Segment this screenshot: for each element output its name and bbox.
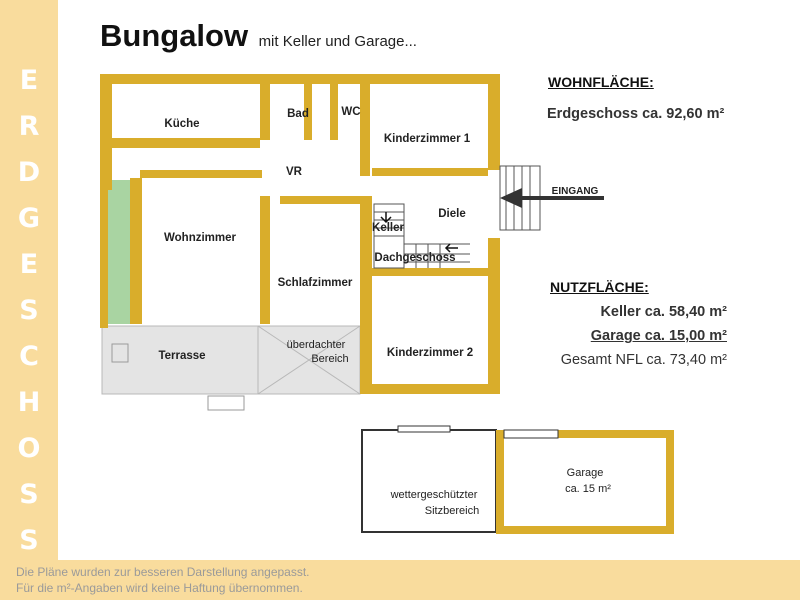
- room-label-kinderzimmer2: Kinderzimmer 2: [387, 347, 473, 359]
- nutzflaeche-heading: NUTZFLÄCHE:: [550, 279, 649, 295]
- sidebar-letter: R: [18, 111, 40, 142]
- label-garage-line1: Garage: [567, 467, 604, 479]
- floor-plan: Küche Bad WC Kinderzimmer 1 VR EINGANG W…: [100, 74, 674, 534]
- label-garage-line2: ca. 15 m²: [565, 483, 611, 495]
- nutzflaeche-gesamt: Gesamt NFL ca. 73,40 m²: [560, 352, 727, 368]
- sitting-area-window: [397, 425, 451, 433]
- room-label-diele: Diele: [438, 208, 466, 220]
- label-covered-line1: überdachter: [287, 339, 346, 351]
- room-label-wohnzimmer: Wohnzimmer: [164, 232, 237, 244]
- room-label-bad: Bad: [287, 108, 309, 120]
- sidebar-letter: C: [19, 341, 39, 372]
- sidebar-letter: E: [19, 249, 39, 280]
- sidebar-letter: D: [17, 157, 41, 188]
- room-label-kinderzimmer1: Kinderzimmer 1: [384, 133, 471, 145]
- garage-door: [503, 429, 559, 439]
- terrace-steps: [207, 395, 245, 411]
- wohnflaeche-heading: WOHNFLÄCHE:: [548, 74, 654, 90]
- terrace-furniture: [111, 343, 129, 363]
- title-main: Bungalow: [100, 18, 249, 53]
- sidebar-letter: G: [17, 203, 41, 234]
- room-label-keller: Keller: [372, 222, 404, 234]
- nutzflaeche-keller: Keller ca. 58,40 m²: [600, 304, 727, 320]
- staircase: [373, 203, 470, 269]
- room-label-schlafzimmer: Schlafzimmer: [278, 277, 353, 289]
- garage-walls: [496, 430, 674, 534]
- disclaimer-line2: Für die m²-Angaben wird keine Haftung üb…: [16, 581, 303, 595]
- house-walls: [100, 74, 500, 394]
- entrance-arrowhead-icon: [500, 188, 522, 208]
- label-sitting-line1: wettergeschützter: [390, 489, 478, 501]
- stair-arrow-up-icon: [444, 243, 458, 253]
- sidebar-letter: E: [19, 65, 39, 96]
- sidebar-letter: S: [19, 295, 39, 326]
- sidebar-panel: E R D G E S C H O S S: [0, 0, 58, 560]
- label-sitting-line2: Sitzbereich: [425, 505, 479, 517]
- room-label-terrasse: Terrasse: [158, 350, 205, 362]
- title-subtitle: mit Keller und Garage...: [258, 33, 417, 50]
- sidebar-letter: S: [19, 479, 39, 510]
- room-label-dachgeschoss: Dachgeschoss: [374, 252, 455, 264]
- terrace-area: [101, 325, 361, 395]
- sidebar-letter: H: [17, 387, 41, 418]
- label-covered-line2: Bereich: [311, 353, 348, 365]
- sidebar-letter: O: [17, 433, 41, 464]
- stair-arrow-down-icon: [380, 212, 392, 224]
- label-eingang: EINGANG: [552, 186, 599, 197]
- garden-strip: [106, 180, 130, 324]
- room-label-vr: VR: [286, 166, 303, 178]
- covered-area-diagonal: [257, 325, 361, 395]
- sidebar-letter: S: [19, 525, 39, 556]
- room-label-wc: WC: [341, 106, 360, 118]
- disclaimer-line1: Die Pläne wurden zur besseren Darstellun…: [16, 565, 310, 579]
- disclaimer-footer: Die Pläne wurden zur besseren Darstellun…: [0, 560, 800, 600]
- floor-title-vertical: E R D G E S C H O S S: [0, 58, 58, 564]
- nutzflaeche-garage: Garage ca. 15,00 m²: [590, 328, 727, 344]
- page-title: Bungalow mit Keller und Garage...: [100, 18, 417, 54]
- wohnflaeche-erdgeschoss: Erdgeschoss ca. 92,60 m²: [547, 106, 725, 122]
- room-label-kueche: Küche: [164, 118, 199, 130]
